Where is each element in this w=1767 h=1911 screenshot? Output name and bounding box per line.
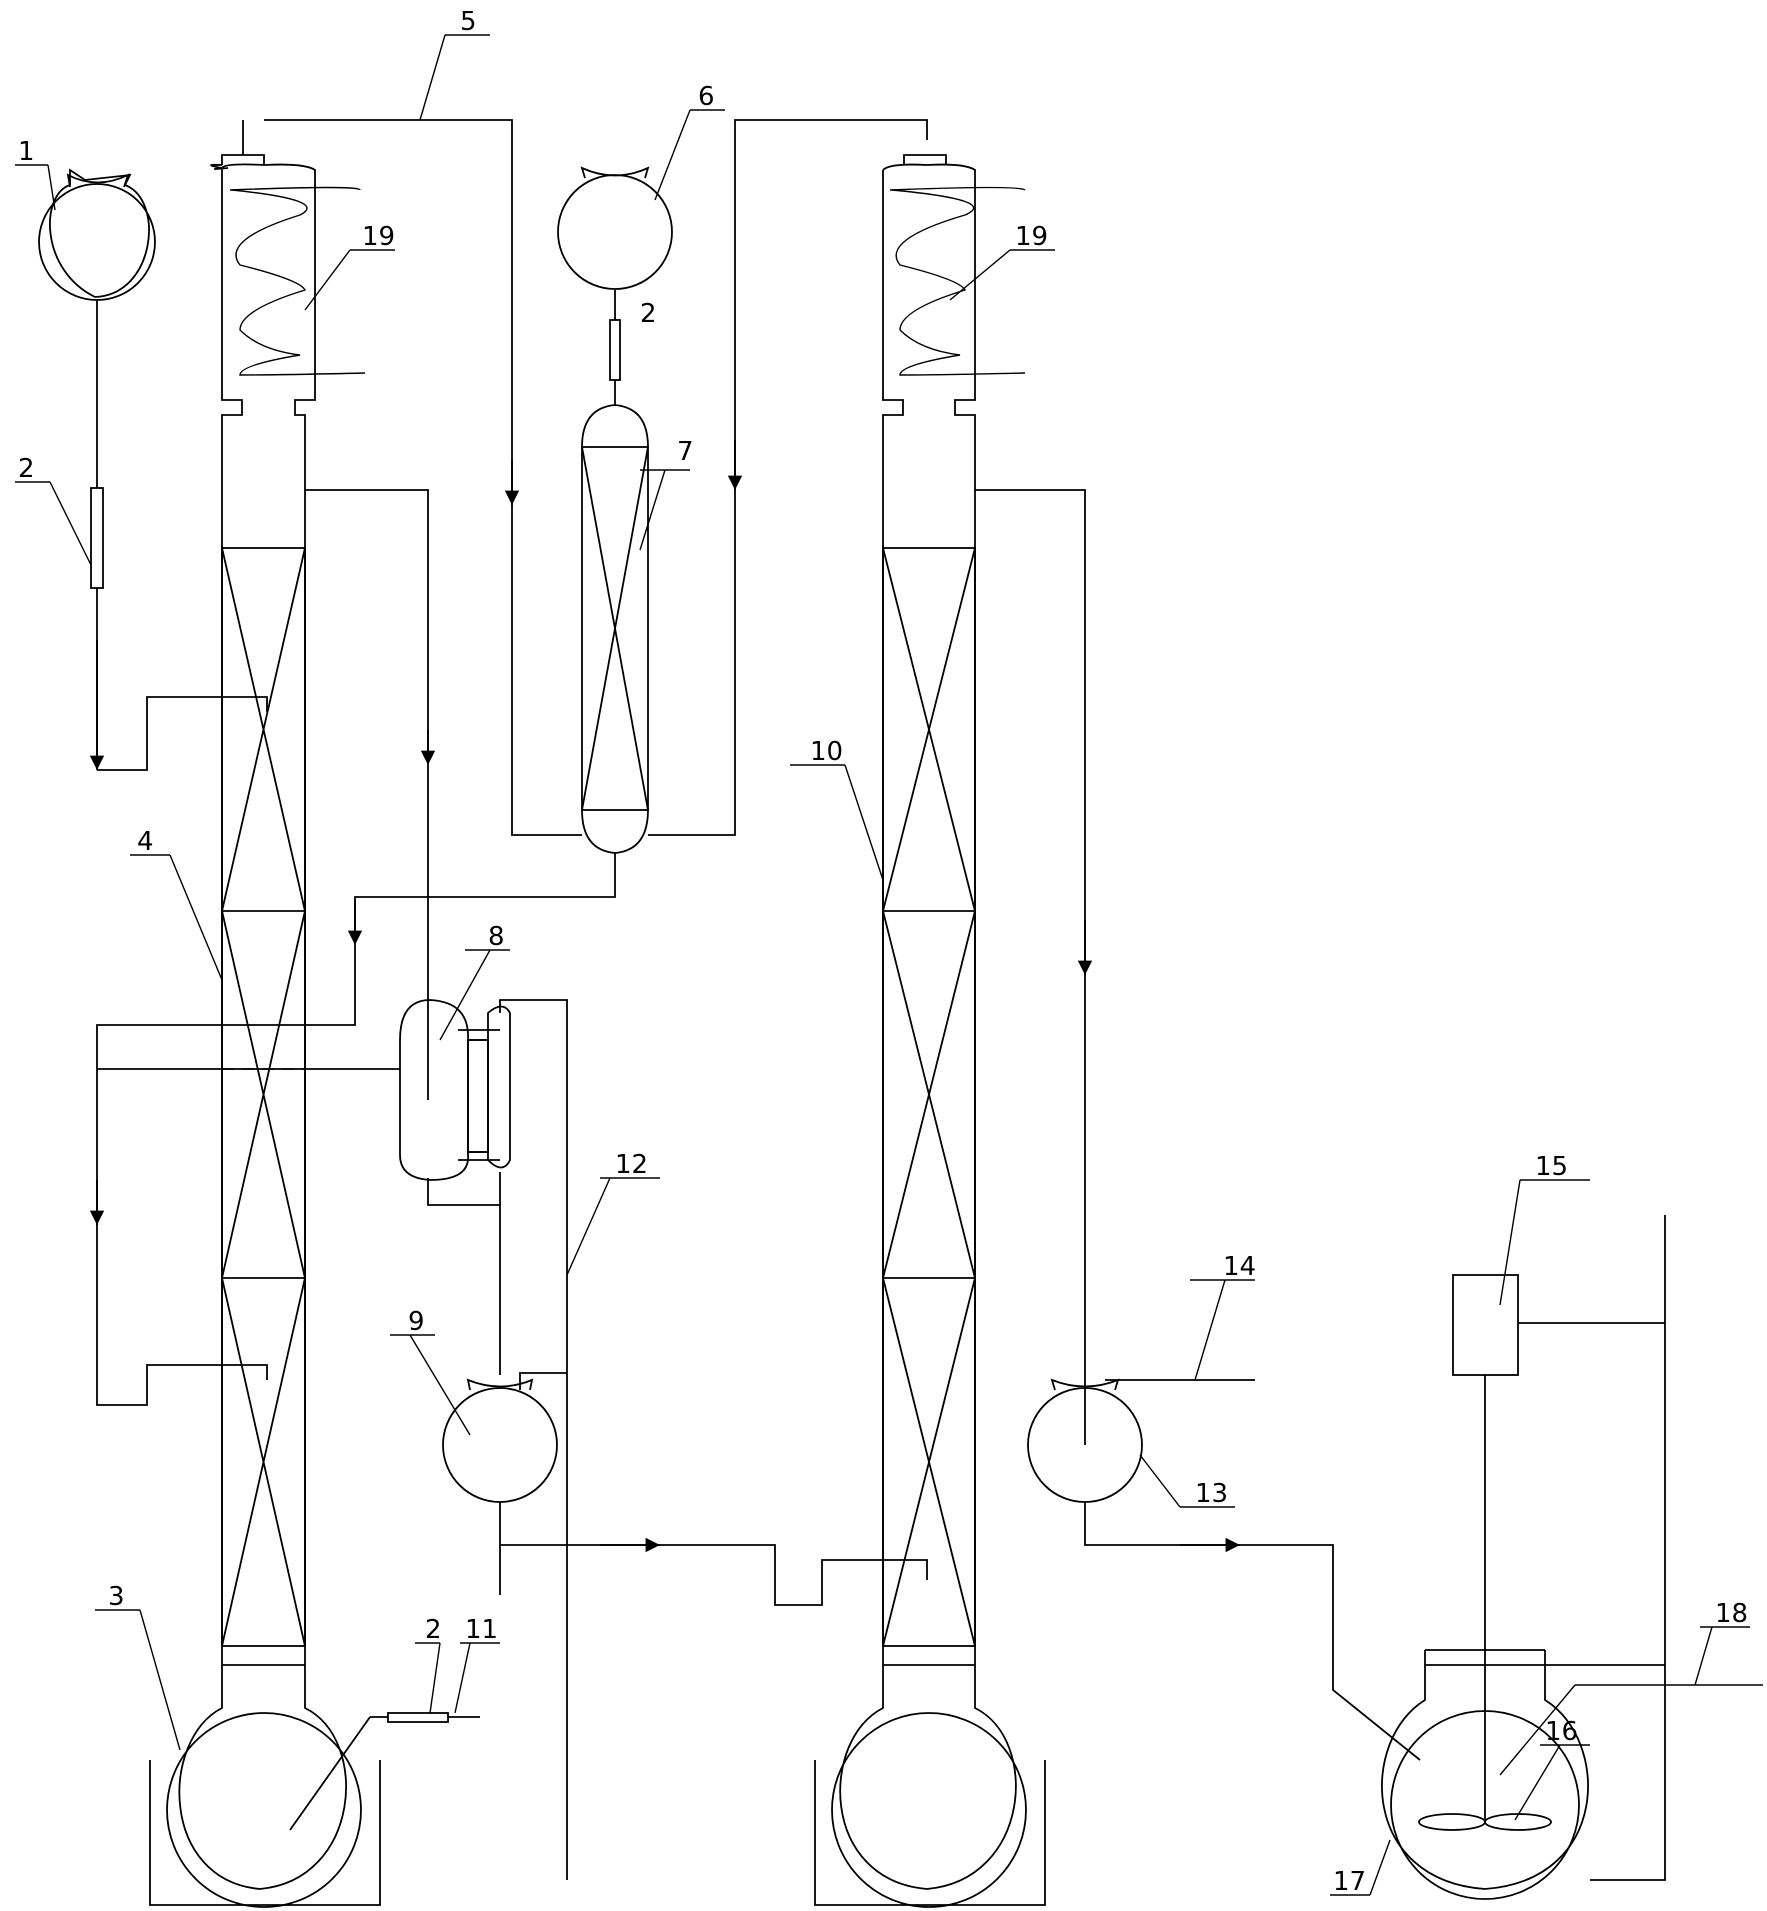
label-9: 9 (408, 1307, 425, 1337)
feed-flask-1 (38, 168, 156, 301)
label-2-bottom: 2 (425, 1615, 442, 1645)
label-7: 7 (677, 437, 694, 467)
label-12: 12 (615, 1150, 648, 1180)
label-8: 8 (488, 922, 505, 952)
distillation-column-10 (814, 154, 1046, 1908)
label-18: 18 (1715, 1599, 1748, 1629)
label-2-left: 2 (18, 454, 35, 484)
label-5: 5 (460, 7, 477, 37)
label-13: 13 (1195, 1479, 1228, 1509)
label-17: 17 (1333, 1867, 1366, 1897)
label-4: 4 (137, 827, 154, 857)
distillation-column-4 (210, 120, 366, 1666)
separator-8 (399, 999, 511, 1181)
stirred-reactor-17 (1381, 1274, 1665, 1900)
flowmeter-2-bottom (387, 1712, 449, 1723)
stirrer-motor-15 (1452, 1274, 1519, 1376)
feed-flask-6 (557, 166, 673, 290)
flowmeter-2-mid (609, 319, 621, 381)
part-labels: 1 2 2 2 3 4 5 6 7 8 9 10 11 12 13 14 15 … (18, 7, 1748, 1897)
label-11: 11 (465, 1615, 498, 1645)
label-14: 14 (1223, 1252, 1256, 1282)
flowmeter-2-left (90, 487, 104, 589)
receiver-flask-9 (442, 1372, 567, 1503)
label-19-left: 19 (362, 222, 395, 252)
label-15: 15 (1535, 1152, 1568, 1182)
label-2-mid: 2 (640, 299, 657, 329)
label-16: 16 (1545, 1717, 1578, 1747)
label-19-right: 19 (1015, 222, 1048, 252)
leader-lines (15, 34, 1763, 1896)
reboiler-flask-3 (149, 1665, 381, 1908)
label-1: 1 (18, 137, 35, 167)
label-10: 10 (810, 737, 843, 767)
label-6: 6 (698, 82, 715, 112)
label-3: 3 (108, 1582, 125, 1612)
fixed-bed-reactor-7 (581, 404, 649, 854)
